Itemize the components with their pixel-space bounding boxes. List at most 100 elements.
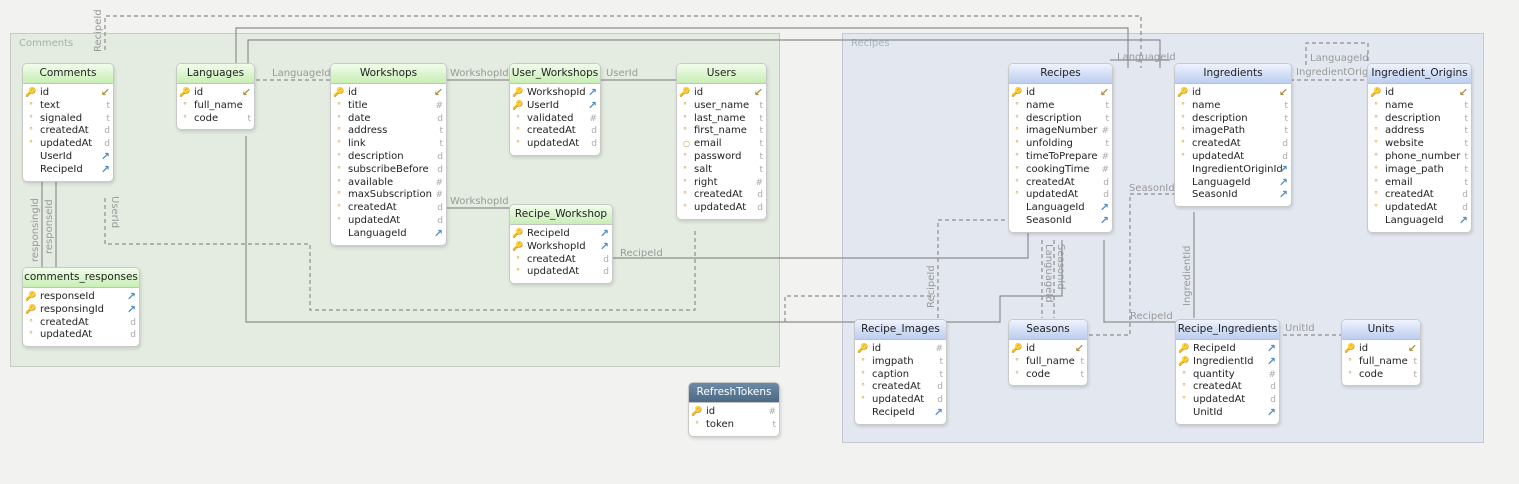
column-row[interactable]: °timeToPrepare# bbox=[1009, 151, 1112, 164]
column-row[interactable]: 🔑id↙ bbox=[1009, 342, 1087, 356]
column-row[interactable]: UnitId↗ bbox=[1176, 406, 1279, 420]
column-row[interactable]: 🔑responseId↗ bbox=[23, 290, 139, 304]
column-row[interactable]: 🔑id↙ bbox=[1368, 86, 1471, 100]
column-row[interactable]: RecipeId↗ bbox=[23, 163, 113, 177]
column-row[interactable]: LanguageId↗ bbox=[1368, 214, 1471, 228]
column-row[interactable]: 🔑responsingId↗ bbox=[23, 303, 139, 317]
column-row[interactable]: 🔑id↙ bbox=[177, 86, 254, 100]
table-recipe-workshop[interactable]: Recipe_Workshop🔑RecipeId↗🔑WorkshopId↗°cr… bbox=[509, 204, 613, 285]
table-user-workshops[interactable]: User_Workshops🔑WorkshopId↗🔑UserId↗°valid… bbox=[509, 63, 601, 156]
column-row[interactable]: SeasonId↗ bbox=[1009, 214, 1112, 228]
column-row[interactable]: °quantity# bbox=[1176, 369, 1279, 382]
column-row[interactable]: 🔑WorkshopId↗ bbox=[510, 240, 612, 254]
column-row[interactable]: 🔑id↙ bbox=[1009, 86, 1112, 100]
column-row[interactable]: 🔑id↙ bbox=[1342, 342, 1420, 356]
column-row[interactable]: RecipeId↗ bbox=[855, 406, 946, 420]
column-row[interactable]: 🔑RecipeId↗ bbox=[1176, 342, 1279, 356]
column-row[interactable]: LanguageId↗ bbox=[1009, 201, 1112, 215]
column-row[interactable]: 🔑id↙ bbox=[23, 86, 113, 100]
column-row[interactable]: UserId↗ bbox=[23, 150, 113, 164]
column-row[interactable]: °title# bbox=[331, 100, 446, 113]
column-row[interactable]: IngredientOriginId↗ bbox=[1175, 163, 1291, 177]
column-row[interactable]: 🔑UserId↗ bbox=[510, 99, 600, 113]
column-row[interactable]: 🔑id↙ bbox=[331, 86, 446, 100]
table-recipe-ingredients[interactable]: Recipe_Ingredients🔑RecipeId↗🔑IngredientI… bbox=[1175, 319, 1280, 425]
column-row[interactable]: °validated# bbox=[510, 113, 600, 126]
column-row[interactable]: 🔑id↙ bbox=[1175, 86, 1291, 100]
column-row[interactable]: °full_name bbox=[177, 100, 254, 113]
column-row[interactable]: °right# bbox=[677, 177, 766, 190]
column-row[interactable]: 🔑WorkshopId↗ bbox=[510, 86, 600, 100]
column-row[interactable]: 🔑RecipeId↗ bbox=[510, 227, 612, 241]
column-row[interactable]: SeasonId↗ bbox=[1175, 189, 1291, 202]
column-row[interactable]: 🔑id# bbox=[689, 406, 779, 419]
column-row[interactable]: °maxSubscription# bbox=[331, 189, 446, 202]
column-row[interactable]: LanguageId↗ bbox=[1175, 176, 1291, 190]
column-row[interactable]: 🔑IngredientId↗ bbox=[1176, 355, 1279, 369]
column-row[interactable]: LanguageId↗ bbox=[331, 227, 446, 241]
table-comments-responses[interactable]: comments_responses🔑responseId↗🔑responsin… bbox=[22, 267, 140, 348]
column-row[interactable]: °imageNumber# bbox=[1009, 125, 1112, 138]
column-row[interactable]: °cookingTime# bbox=[1009, 164, 1112, 177]
